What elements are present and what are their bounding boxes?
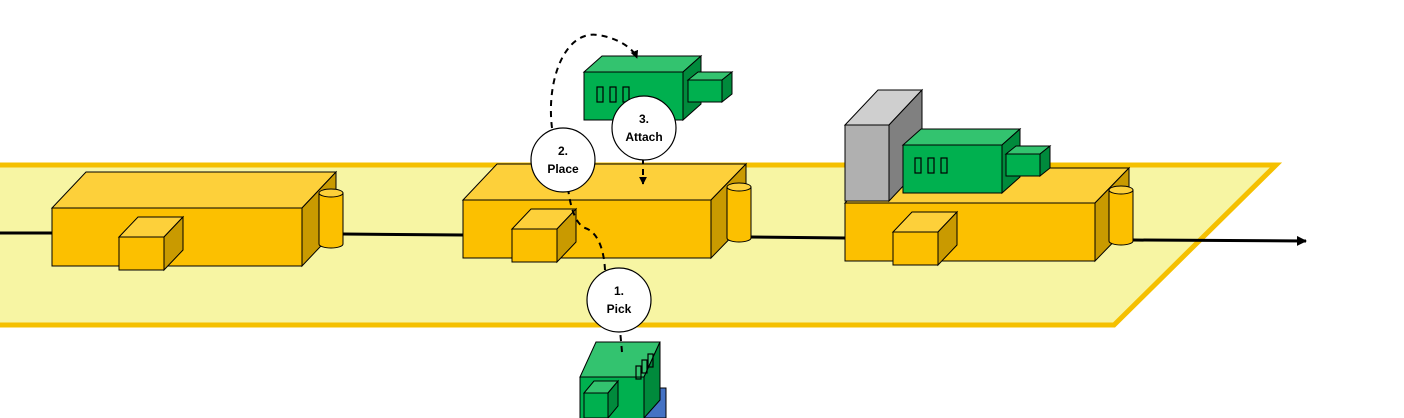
step-place-number: 2. [558, 144, 568, 158]
module-slot [635, 365, 642, 380]
module-slot [596, 86, 604, 103]
station-3-attached-module [901, 127, 1052, 195]
flow-line-segment-3 [749, 235, 846, 240]
step-attach: 3. Attach [611, 95, 677, 161]
station-3-small-block [891, 210, 959, 267]
station-2-cylinder [726, 182, 752, 243]
supply-part [579, 341, 667, 418]
step-attach-label: Attach [625, 130, 662, 144]
module-slot [609, 86, 617, 103]
flow-direction-arrow [1132, 235, 1307, 246]
step-place-label: Place [547, 162, 579, 176]
step-pick-label: Pick [607, 302, 632, 316]
station-1-cylinder [318, 188, 344, 249]
station-3-base [843, 166, 1131, 263]
flow-line-segment-2 [342, 232, 464, 237]
station-1-small-block [117, 215, 185, 272]
lift-path [550, 33, 639, 129]
station-2-small-block [510, 207, 578, 264]
pick-path [619, 329, 623, 353]
station-1-base [50, 170, 338, 268]
station-3-cylinder [1108, 185, 1134, 246]
station-2-base [461, 162, 748, 260]
step-pick-number: 1. [614, 284, 624, 298]
step-place: 2. Place [530, 127, 596, 193]
place-path [567, 187, 606, 271]
module-slot [914, 157, 922, 174]
module-slot [641, 359, 648, 374]
step-pick: 1. Pick [586, 267, 652, 333]
step-attach-number: 3. [639, 112, 649, 126]
module-slot [940, 157, 948, 174]
attach-module [582, 54, 734, 122]
module-slot [647, 353, 654, 368]
module-slot [927, 157, 935, 174]
